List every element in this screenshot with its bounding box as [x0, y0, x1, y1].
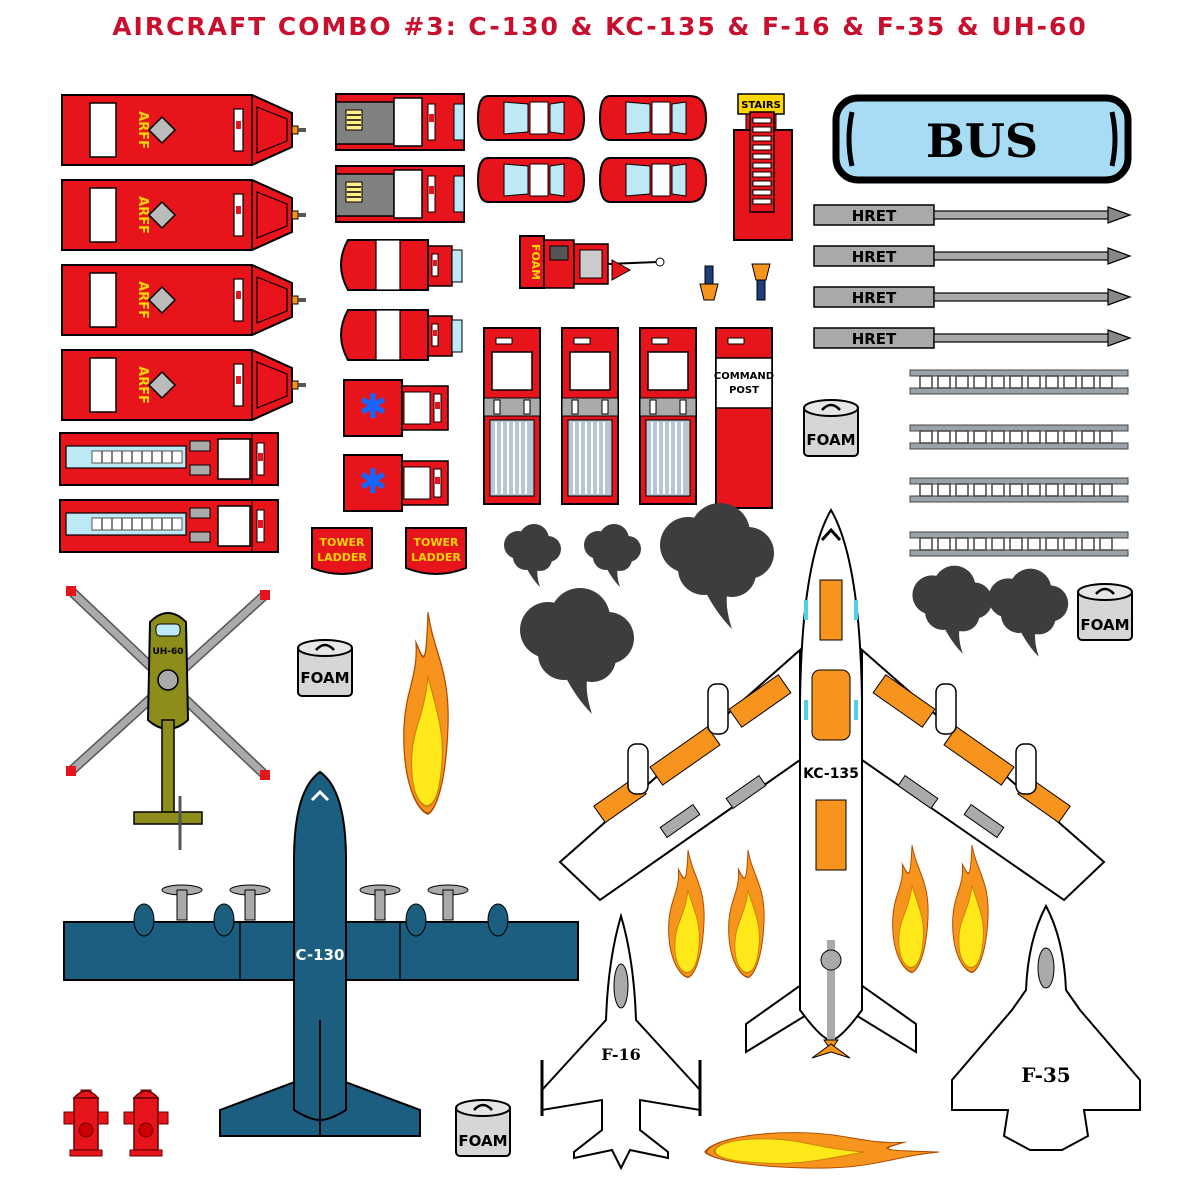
svg-text:TOWER: TOWER: [320, 536, 366, 549]
car[interactable]: [477, 95, 585, 141]
foam-can[interactable]: FOAM: [454, 1098, 512, 1158]
foam-can[interactable]: FOAM: [296, 638, 354, 698]
svg-text:POST: POST: [729, 385, 759, 396]
arff-truck[interactable]: ARFF: [61, 264, 307, 336]
svg-text:HRET: HRET: [852, 289, 897, 307]
kc135-label: KC-135: [803, 766, 859, 782]
svg-text:FOAM: FOAM: [806, 431, 855, 449]
tower-ladder-badge[interactable]: TOWER LADDER: [311, 527, 373, 575]
f35-label: F-35: [1021, 1063, 1070, 1087]
rescue-truck[interactable]: [639, 327, 697, 505]
flame-icon[interactable]: [891, 844, 929, 974]
smoke-cloud-icon[interactable]: [660, 503, 774, 629]
svg-text:LADDER: LADDER: [411, 551, 461, 564]
svg-text:HRET: HRET: [852, 248, 897, 266]
uh60-label: UH-60: [152, 647, 183, 657]
flame-icon[interactable]: [704, 1131, 941, 1170]
tanker-truck[interactable]: [340, 239, 463, 291]
svg-text:LADDER: LADDER: [317, 551, 367, 564]
smoke-cloud-icon[interactable]: [912, 565, 993, 654]
flashlight-icon[interactable]: [751, 263, 771, 301]
flame-icon[interactable]: [402, 611, 450, 815]
pumper-truck[interactable]: [335, 165, 465, 223]
ladder-truck[interactable]: [59, 432, 279, 486]
svg-text:FOAM: FOAM: [529, 244, 542, 280]
hret-tool[interactable]: HRET: [813, 245, 1131, 267]
smoke-cloud-icon[interactable]: [520, 588, 634, 714]
ladder[interactable]: [909, 477, 1129, 503]
arff-label: ARFF: [135, 196, 150, 234]
c130-label: C-130: [296, 946, 345, 964]
flame-icon[interactable]: [951, 844, 989, 974]
smoke-cloud-icon[interactable]: [584, 524, 641, 587]
flashlight-icon[interactable]: [699, 265, 719, 301]
svg-text:FOAM: FOAM: [458, 1132, 507, 1150]
hret-tool[interactable]: HRET: [813, 327, 1131, 349]
pumper-truck[interactable]: [335, 93, 465, 151]
flame-icon[interactable]: [727, 849, 765, 979]
arff-truck[interactable]: ARFF: [61, 94, 307, 166]
rescue-truck[interactable]: [561, 327, 619, 505]
smoke-cloud-icon[interactable]: [504, 524, 561, 587]
arff-label: ARFF: [135, 366, 150, 404]
svg-text:FOAM: FOAM: [300, 669, 349, 687]
ladder[interactable]: [909, 531, 1129, 557]
f16-aircraft[interactable]: F-16: [540, 912, 702, 1171]
ambulance[interactable]: [343, 379, 449, 437]
command-post-truck[interactable]: COMMAND POST: [714, 327, 774, 509]
car[interactable]: [599, 95, 707, 141]
car[interactable]: [599, 157, 707, 203]
svg-text:FOAM: FOAM: [1080, 616, 1129, 634]
smoke-cloud-icon[interactable]: [988, 568, 1069, 657]
car[interactable]: [477, 157, 585, 203]
arff-truck[interactable]: ARFF: [61, 349, 307, 421]
rescue-truck[interactable]: [483, 327, 541, 505]
fire-hydrant[interactable]: [123, 1089, 169, 1157]
svg-text:HRET: HRET: [852, 207, 897, 225]
bus-label: BUS: [926, 114, 1038, 168]
ladder[interactable]: [909, 424, 1129, 450]
svg-text:STAIRS: STAIRS: [741, 100, 781, 111]
foam-truck[interactable]: FOAM: [519, 235, 665, 289]
foam-can[interactable]: FOAM: [802, 398, 860, 458]
f35-aircraft[interactable]: F-35: [951, 903, 1141, 1151]
fire-hydrant[interactable]: [63, 1089, 109, 1157]
hret-tool[interactable]: HRET: [813, 204, 1131, 226]
arff-label: ARFF: [135, 281, 150, 319]
c130-aircraft[interactable]: C-130: [63, 770, 579, 1137]
tanker-truck[interactable]: [340, 309, 463, 361]
bus[interactable]: BUS: [832, 94, 1132, 184]
kc135-aircraft[interactable]: KC-135: [558, 508, 1106, 1059]
uh60-helicopter[interactable]: UH-60: [66, 586, 270, 850]
f16-label: F-16: [601, 1045, 641, 1064]
arff-truck[interactable]: ARFF: [61, 179, 307, 251]
foam-can[interactable]: FOAM: [1076, 582, 1134, 642]
stairs-truck[interactable]: STAIRS: [733, 93, 793, 241]
arff-label: ARFF: [135, 111, 150, 149]
hret-tool[interactable]: HRET: [813, 286, 1131, 308]
svg-text:TOWER: TOWER: [414, 536, 460, 549]
ladder-truck[interactable]: [59, 499, 279, 553]
svg-text:COMMAND: COMMAND: [714, 371, 774, 382]
ladder[interactable]: [909, 369, 1129, 395]
ambulance[interactable]: [343, 454, 449, 512]
flame-icon[interactable]: [667, 849, 705, 979]
svg-text:HRET: HRET: [852, 330, 897, 348]
tower-ladder-badge[interactable]: TOWER LADDER: [405, 527, 467, 575]
page-title: AIRCRAFT COMBO #3: C-130 & KC-135 & F-16…: [112, 12, 1088, 41]
